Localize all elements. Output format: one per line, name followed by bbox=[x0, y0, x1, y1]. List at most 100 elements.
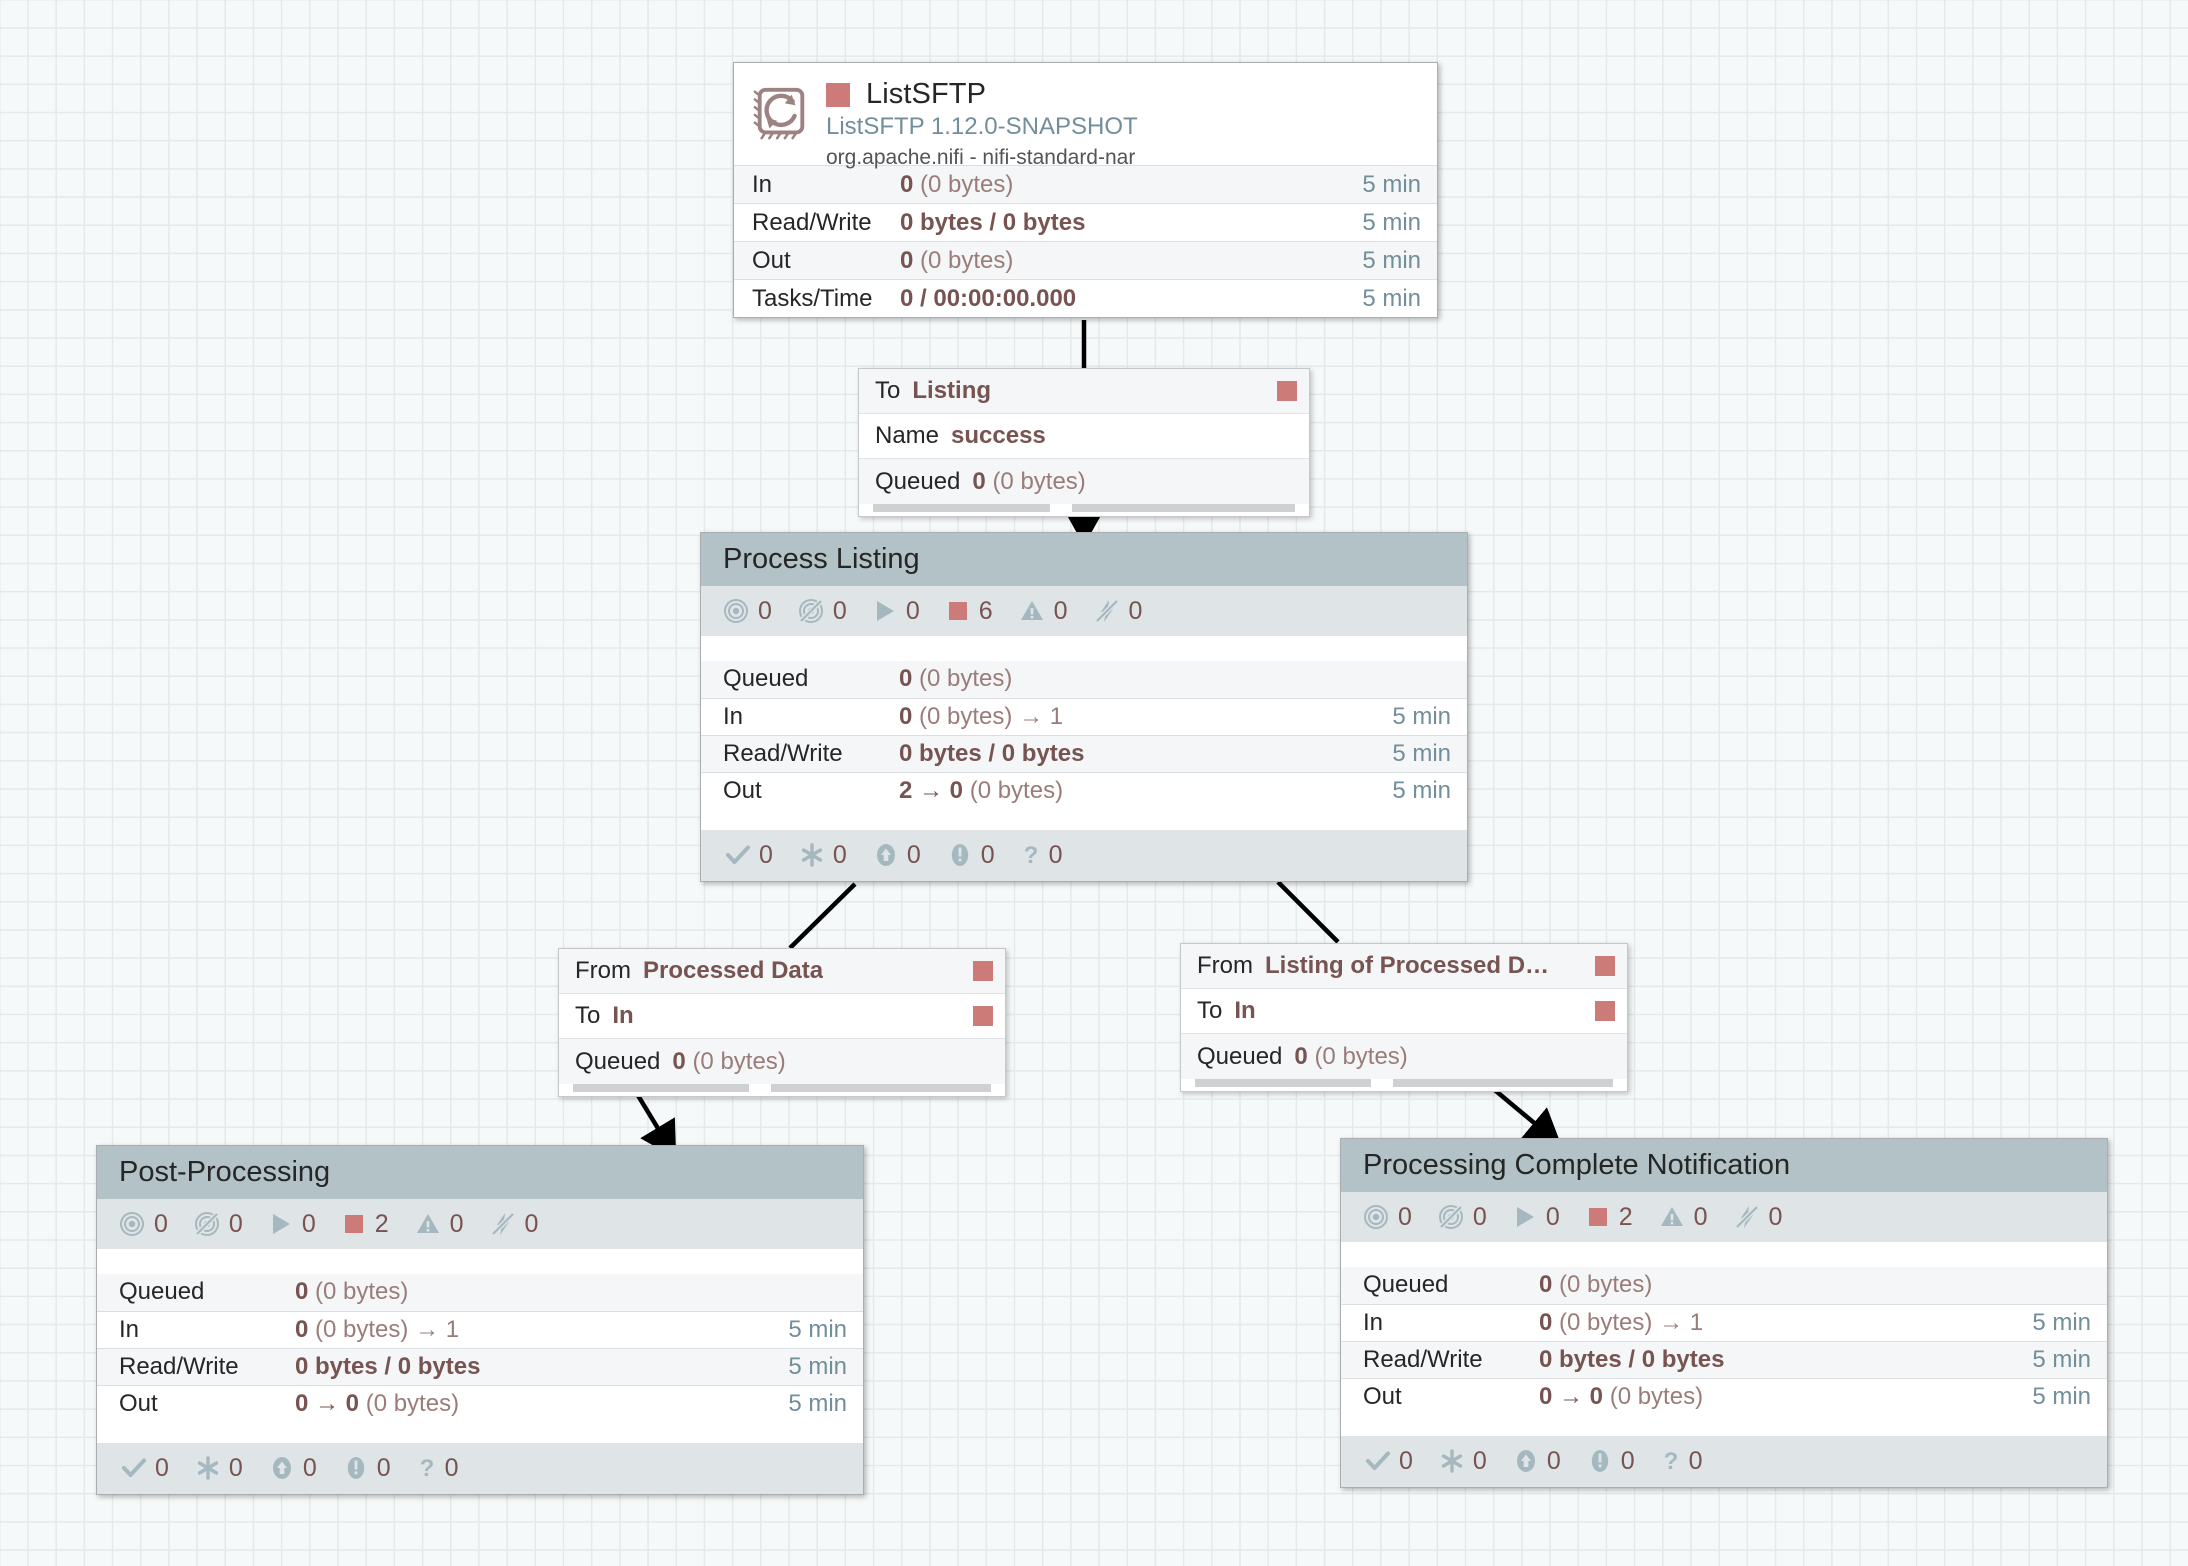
status-count: 0 bbox=[1398, 1202, 1412, 1231]
connection-label-processed-data[interactable]: From Processed Data To In Queued 0 (0 by… bbox=[558, 948, 1006, 1097]
connection-queued-key: Queued bbox=[575, 1047, 661, 1075]
svg-text:?: ? bbox=[1663, 1448, 1678, 1474]
status-not-transmitting[interactable]: 0 bbox=[798, 598, 847, 624]
stat-label: Read/Write bbox=[752, 208, 872, 236]
stat-label: Read/Write bbox=[1363, 1345, 1483, 1373]
version-locally-modified[interactable]: 0 bbox=[799, 842, 847, 868]
status-transmitting[interactable]: 0 bbox=[723, 598, 772, 624]
stat-value: 0 (0 bytes) bbox=[900, 246, 1014, 274]
svg-text:?: ? bbox=[1023, 842, 1038, 868]
connection-queue-bars bbox=[559, 1084, 1005, 1096]
processor-stat-row: Tasks/Time 0 / 00:00:00.000 5 min bbox=[734, 279, 1437, 317]
queue-count-bar bbox=[1195, 1079, 1371, 1087]
version-sync-failure[interactable]: ? 0 bbox=[1021, 842, 1062, 868]
stat-time: 5 min bbox=[1362, 284, 1421, 312]
version-stale[interactable]: 0 bbox=[269, 1455, 317, 1481]
status-count: 0 bbox=[1053, 596, 1068, 625]
status-count: 0 bbox=[1472, 1202, 1487, 1231]
version-count: 0 bbox=[1546, 1446, 1561, 1475]
status-stopped[interactable]: 2 bbox=[1586, 1204, 1633, 1230]
connection-label-listing-success[interactable]: To Listing Name success Queued 0 (0 byte… bbox=[858, 368, 1310, 517]
status-stopped[interactable]: 6 bbox=[946, 598, 993, 624]
version-up-to-date[interactable]: 0 bbox=[1365, 1448, 1413, 1474]
version-count: 0 bbox=[759, 840, 773, 869]
version-locally-modified-and-stale[interactable]: 0 bbox=[947, 842, 995, 868]
status-invalid[interactable]: 0 bbox=[1659, 1204, 1708, 1230]
group-version-footer: 0 0 0 bbox=[701, 829, 1467, 881]
processor-name: ListSFTP bbox=[866, 78, 987, 110]
version-sync-failure[interactable]: ? 0 bbox=[1661, 1448, 1702, 1474]
status-count: 0 bbox=[905, 596, 920, 625]
status-disabled[interactable]: 0 bbox=[490, 1211, 538, 1237]
processor-listsftp[interactable]: ListSFTP ListSFTP 1.12.0-SNAPSHOT org.ap… bbox=[733, 62, 1438, 318]
stat-value: 0 (0 bytes) bbox=[1539, 1271, 1653, 1299]
version-locally-modified[interactable]: 0 bbox=[195, 1455, 243, 1481]
process-group-process-listing[interactable]: Process Listing 0 0 bbox=[700, 532, 1468, 882]
svg-text:?: ? bbox=[419, 1455, 434, 1481]
up-to-date-icon bbox=[122, 1458, 146, 1478]
disabled-icon bbox=[490, 1212, 515, 1236]
status-running[interactable]: 0 bbox=[269, 1211, 316, 1237]
status-transmitting[interactable]: 0 bbox=[119, 1211, 168, 1237]
connection-queue-bars bbox=[859, 504, 1309, 516]
version-locally-modified-and-stale[interactable]: 0 bbox=[343, 1455, 391, 1481]
version-stale[interactable]: 0 bbox=[873, 842, 921, 868]
running-icon bbox=[876, 601, 894, 622]
not-transmitting-icon bbox=[798, 599, 823, 624]
version-up-to-date[interactable]: 0 bbox=[121, 1455, 169, 1481]
process-group-processing-complete-notification[interactable]: Processing Complete Notification 0 bbox=[1340, 1138, 2108, 1488]
connection-to-value: In bbox=[612, 1002, 634, 1029]
running-icon bbox=[1516, 1207, 1534, 1228]
processor-chip-icon bbox=[753, 87, 805, 140]
connection-queued-row: Queued 0 (0 bytes) bbox=[1181, 1034, 1627, 1079]
stat-value: 2 → 0 (0 bytes) bbox=[899, 776, 1064, 804]
status-invalid[interactable]: 0 bbox=[1019, 598, 1068, 624]
version-locally-modified-and-stale[interactable]: 0 bbox=[1587, 1448, 1635, 1474]
version-locally-modified[interactable]: 0 bbox=[1439, 1448, 1487, 1474]
queue-size-bar bbox=[770, 1084, 991, 1092]
connection-queued-key: Queued bbox=[1197, 1042, 1283, 1070]
version-count: 0 bbox=[155, 1453, 169, 1482]
processor-stat-row: Read/Write 0 bytes / 0 bytes 5 min bbox=[734, 203, 1437, 241]
stopped-status-icon bbox=[973, 961, 993, 981]
transmitting-icon bbox=[724, 599, 748, 624]
status-invalid[interactable]: 0 bbox=[415, 1211, 464, 1237]
version-count: 0 bbox=[444, 1453, 459, 1482]
status-not-transmitting[interactable]: 0 bbox=[1438, 1204, 1487, 1230]
connection-to-row: To In bbox=[1181, 989, 1627, 1034]
status-disabled[interactable]: 0 bbox=[1094, 598, 1142, 624]
stat-label: In bbox=[723, 702, 744, 730]
version-stale[interactable]: 0 bbox=[1513, 1448, 1561, 1474]
status-disabled[interactable]: 0 bbox=[1734, 1204, 1782, 1230]
process-group-post-processing[interactable]: Post-Processing 0 0 bbox=[96, 1145, 864, 1495]
status-count: 0 bbox=[832, 596, 847, 625]
status-transmitting[interactable]: 0 bbox=[1363, 1204, 1412, 1230]
status-stopped[interactable]: 2 bbox=[342, 1211, 389, 1237]
queue-size-bar bbox=[1392, 1079, 1613, 1087]
group-version-footer: 0 0 0 bbox=[97, 1442, 863, 1494]
group-status-bar: 0 0 0 bbox=[1341, 1192, 2107, 1242]
version-count: 0 bbox=[1472, 1446, 1487, 1475]
status-not-transmitting[interactable]: 0 bbox=[194, 1211, 243, 1237]
group-tail-spacer bbox=[701, 808, 1467, 830]
connection-queued-value: 0 (0 bytes) bbox=[972, 467, 1086, 495]
stat-label: Read/Write bbox=[119, 1352, 239, 1380]
status-running[interactable]: 0 bbox=[873, 598, 920, 624]
connection-to-row: To In bbox=[559, 994, 1005, 1039]
version-count: 0 bbox=[376, 1453, 391, 1482]
connection-label-listing-of-processed-data[interactable]: From Listing of Processed D… To In Queue… bbox=[1180, 943, 1628, 1092]
stat-value: 0 bytes / 0 bytes bbox=[899, 739, 1085, 767]
status-running[interactable]: 0 bbox=[1513, 1204, 1560, 1230]
sync-failure-icon: ? bbox=[419, 1455, 434, 1481]
group-tail-spacer bbox=[1341, 1414, 2107, 1436]
stat-time: 5 min bbox=[1362, 170, 1421, 198]
group-spacer bbox=[1341, 1241, 2107, 1267]
version-sync-failure[interactable]: ? 0 bbox=[417, 1453, 459, 1482]
version-up-to-date[interactable]: 0 bbox=[725, 842, 773, 868]
stat-label: In bbox=[752, 170, 773, 198]
connection-to-row: To Listing bbox=[859, 369, 1309, 414]
stat-label: Out bbox=[723, 776, 762, 804]
stat-label: In bbox=[119, 1315, 140, 1343]
locally-modified-icon bbox=[801, 843, 823, 867]
